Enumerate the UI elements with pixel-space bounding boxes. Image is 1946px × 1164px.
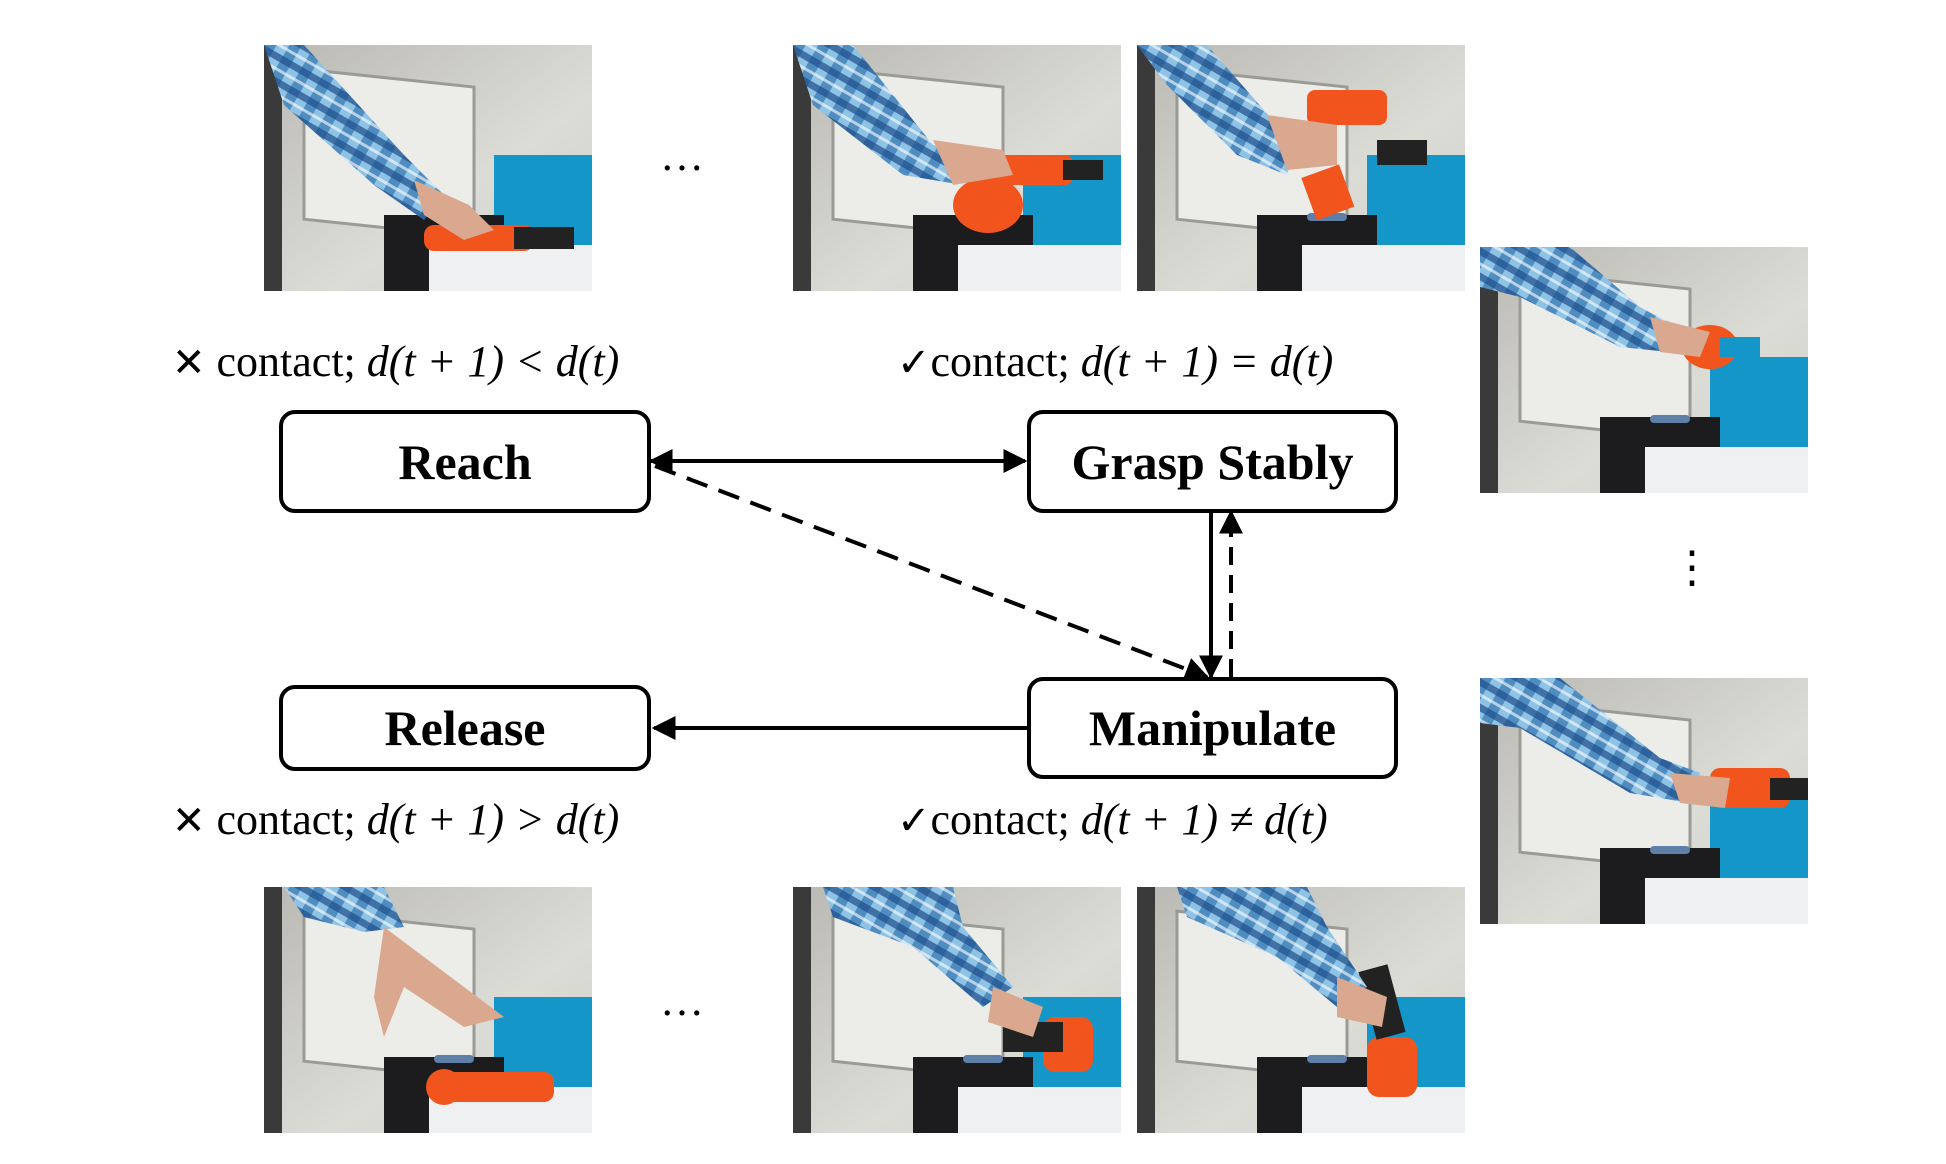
- check-icon: ✓: [897, 340, 931, 386]
- condition-text: contact;: [930, 795, 1081, 844]
- arrow-reach-to-manipulate: [654, 464, 1210, 681]
- condition-equation: d(t + 1) = d(t): [1080, 337, 1334, 386]
- state-manipulate: Manipulate: [1027, 677, 1398, 779]
- state-grasp-stably: Grasp Stably: [1027, 410, 1398, 513]
- cross-icon: ✕: [172, 340, 206, 386]
- state-reach: Reach: [279, 410, 651, 513]
- condition-text: contact;: [930, 337, 1081, 386]
- ellipsis-top: …: [660, 131, 706, 180]
- condition-equation: d(t + 1) > d(t): [366, 795, 620, 844]
- condition-reach: ✕ contact; d(t + 1) < d(t): [172, 336, 619, 387]
- condition-manipulate: ✓contact; d(t + 1) ≠ d(t): [897, 794, 1328, 845]
- condition-release: ✕ contact; d(t + 1) > d(t): [172, 794, 619, 845]
- state-release: Release: [279, 685, 651, 771]
- ellipsis-bottom: …: [660, 976, 706, 1025]
- condition-equation: d(t + 1) ≠ d(t): [1080, 795, 1328, 844]
- condition-text: contact;: [205, 337, 367, 386]
- condition-text: contact;: [205, 795, 367, 844]
- cross-icon: ✕: [172, 798, 206, 844]
- vertical-ellipsis-glyph: ⋮: [1670, 543, 1714, 592]
- ellipsis-right: ⋮: [1670, 546, 1714, 590]
- check-icon: ✓: [897, 798, 931, 844]
- condition-grasp: ✓contact; d(t + 1) = d(t): [897, 336, 1333, 387]
- condition-equation: d(t + 1) < d(t): [366, 337, 620, 386]
